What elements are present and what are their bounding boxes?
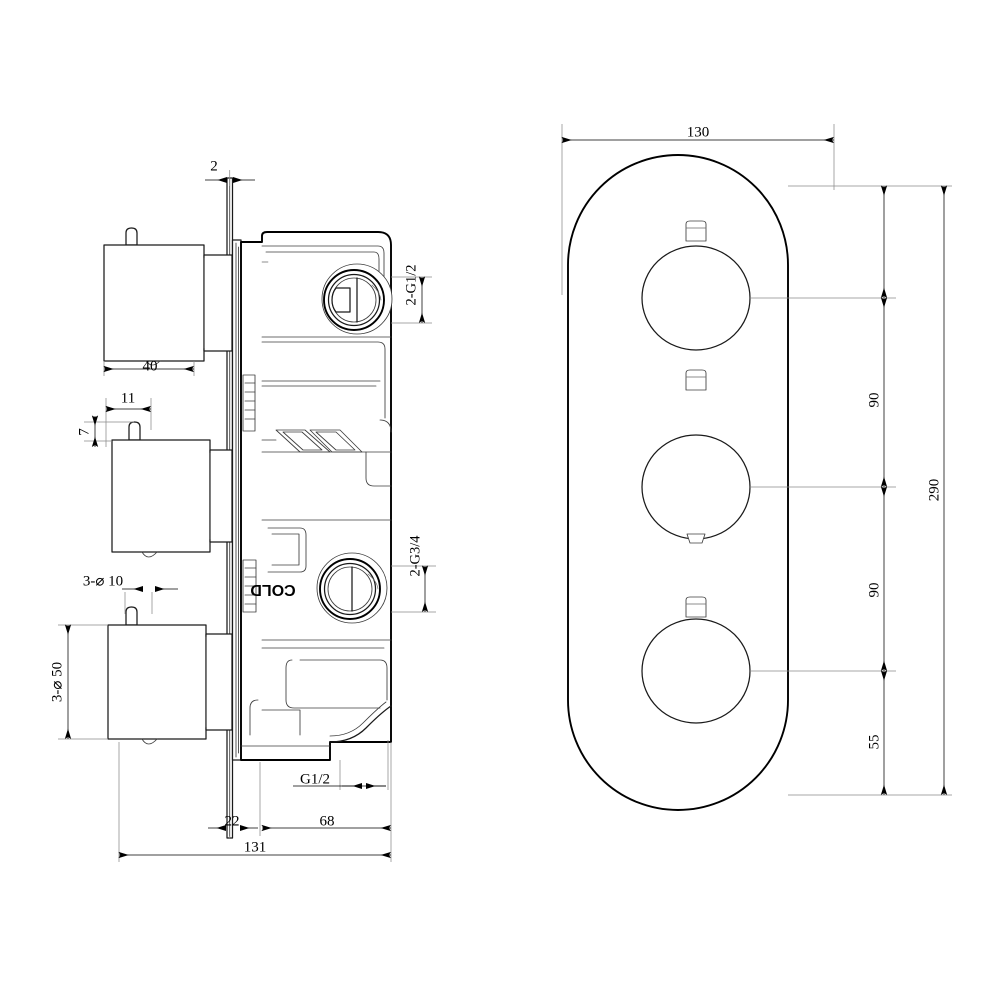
- valve-body: [240, 231, 393, 761]
- dim-plate-thickness: 2: [205, 158, 255, 186]
- dim-label-g12-outlet: G1/2: [300, 771, 330, 787]
- body-ribs-upper: [242, 374, 256, 432]
- dim-label-68: 68: [320, 813, 335, 829]
- dim-label-55: 55: [866, 735, 882, 750]
- dim-label-90-mid: 90: [866, 583, 882, 598]
- dim-top-to-first-knob: 90: [750, 185, 896, 408]
- dim-stem-width: 11: [105, 390, 152, 447]
- side-section-view: COLD: [103, 177, 393, 839]
- front-elevation-view: [567, 154, 789, 811]
- cold-marking-text: COLD: [250, 581, 295, 598]
- dim-label-3dia10: 3-⌀ 10: [83, 573, 123, 589]
- body-ribs-lower: [242, 559, 257, 613]
- dim-label-11: 11: [121, 390, 135, 406]
- bottom-handle-knob: [107, 606, 233, 745]
- dim-handle-depth: 40: [103, 358, 195, 376]
- dim-label-3dia50: 3-⌀ 50: [49, 662, 65, 702]
- dim-label-130: 130: [687, 124, 710, 140]
- dim-label-7: 7: [76, 428, 92, 436]
- dim-label-40: 40: [143, 358, 158, 374]
- dim-mid-inlet-thread: 2-G3/4: [391, 535, 436, 613]
- dim-stem-height: 7: [76, 415, 134, 448]
- dim-label-90-top: 90: [866, 393, 882, 408]
- dim-label-131: 131: [244, 839, 267, 855]
- dim-top-inlet-thread: 2-G1/2: [391, 264, 432, 324]
- dim-plate-to-body: 22: [208, 762, 261, 838]
- dim-knob-diameter: 3-⌀ 50: [49, 624, 108, 740]
- top-handle-knob: [103, 227, 233, 366]
- dim-outlet-thread: G1/2: [293, 740, 389, 790]
- dim-second-knob-to-bottom: 55: [750, 486, 896, 796]
- dim-label-290: 290: [926, 479, 942, 502]
- cartridge-seat-detail: [261, 429, 392, 453]
- dim-label-2g12: 2-G1/2: [403, 264, 419, 305]
- top-inlet-port: [321, 263, 393, 335]
- middle-inlet-port: [316, 552, 388, 624]
- front-bottom-knob: [641, 596, 751, 724]
- dim-front-overall-height: 290: [896, 185, 952, 796]
- dim-label-2g34: 2-G3/4: [407, 535, 423, 577]
- dim-label-2: 2: [210, 158, 218, 174]
- dim-first-to-second-knob: 90: [750, 297, 896, 598]
- side-view-dimensions: 2 40 11 7: [49, 158, 436, 862]
- dim-label-22: 22: [225, 813, 240, 829]
- front-view-dimensions: 130 90 90 55: [561, 124, 952, 796]
- front-middle-knob: [641, 369, 751, 544]
- dim-overall-depth: 131: [118, 742, 392, 862]
- dim-body-depth: 68: [261, 742, 392, 836]
- dim-front-width: 130: [561, 124, 835, 295]
- escutcheon-collar: [231, 239, 242, 761]
- dim-hole-callout: 3-⌀ 10: [83, 573, 178, 614]
- middle-handle-knob: [111, 421, 233, 558]
